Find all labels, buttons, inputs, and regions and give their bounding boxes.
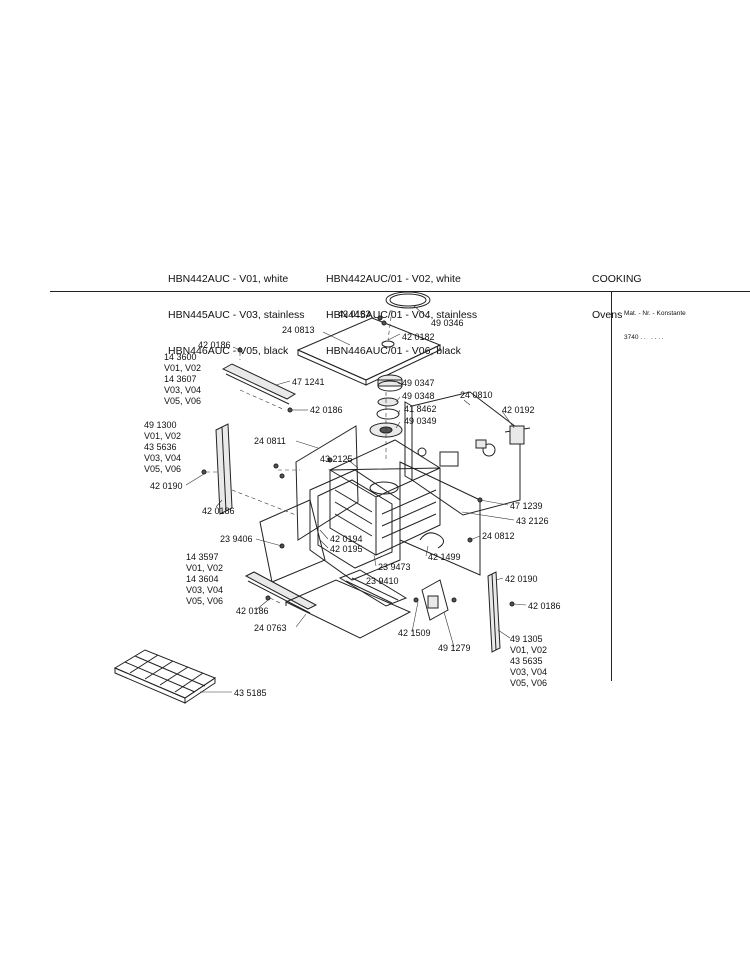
bottom-heater — [338, 569, 408, 607]
part-label: 43 5635 — [510, 656, 543, 666]
door-panel — [259, 499, 326, 583]
part-label: 42 0186 — [528, 601, 561, 611]
part-label: 43 5636 — [144, 442, 177, 452]
model-line: HBN442AUC - V01, white — [168, 273, 289, 285]
part-label: 47 1241 — [292, 377, 325, 387]
part-label: V01, V02 — [186, 563, 223, 573]
part-label: 49 0348 — [402, 391, 435, 401]
part-label: 24 0812 — [482, 531, 515, 541]
part-label: 42 0183 — [338, 309, 371, 319]
part-label: 23 9473 — [378, 562, 411, 572]
part-label: V03, V04 — [510, 667, 547, 677]
part-label: 42 0186 — [198, 340, 231, 350]
rear-panel — [404, 391, 531, 516]
part-label: V03, V04 — [144, 453, 181, 463]
part-label: 42 0195 — [330, 544, 363, 554]
model-line: HBN442AUC/01 - V02, white — [326, 273, 461, 285]
header-divider — [50, 291, 750, 292]
part-label: 14 3607 — [164, 374, 197, 384]
part-label: 24 0810 — [460, 390, 493, 400]
part-label: 14 3597 — [186, 552, 219, 562]
fan-assembly — [369, 374, 403, 460]
oven-cavity — [328, 439, 441, 556]
right-vertical-strip — [487, 571, 515, 653]
part-label: 23 9410 — [366, 576, 399, 586]
part-label: 43 2125 — [320, 454, 353, 464]
front-frame — [309, 469, 401, 581]
leader-lines — [185, 305, 527, 693]
part-label: V01, V02 — [164, 363, 201, 373]
part-label: 42 0186 — [236, 606, 269, 616]
mat-line: 3740 . . . . . . — [624, 334, 664, 341]
bottom-trim-strip — [244, 571, 318, 614]
part-label: V01, V02 — [144, 431, 181, 441]
part-label: V01, V02 — [510, 645, 547, 655]
header-models-col2: HBN442AUC/01 - V02, white HBN445AUC/01 -… — [326, 249, 477, 369]
part-label: 42 0190 — [505, 574, 538, 584]
mat-line: Mat. - Nr. - Konstante — [624, 310, 686, 317]
part-label: 49 1300 — [144, 420, 177, 430]
part-label: V05, V06 — [144, 464, 181, 474]
part-label: 14 3604 — [186, 574, 219, 584]
oven-rack — [113, 649, 217, 704]
header-models-col1: HBN442AUC - V01, white HBN445AUC - V03, … — [168, 249, 305, 369]
model-line: HBN445AUC - V03, stainless — [168, 309, 305, 321]
part-label: V05, V06 — [510, 678, 547, 688]
model-line: HBN446AUC/01 - V06, black — [326, 345, 461, 357]
bottom-panel — [284, 579, 412, 639]
part-label: 23 9406 — [220, 534, 253, 544]
part-label: 14 3600 — [164, 352, 197, 362]
part-label: 42 0186 — [202, 506, 235, 516]
part-label: 49 0346 — [431, 318, 464, 328]
part-label: 24 0811 — [254, 436, 286, 446]
part-label: 41 8462 — [404, 404, 437, 414]
category-title: COOKING — [592, 273, 642, 285]
part-label: 49 1305 — [510, 634, 543, 644]
part-label: 49 0349 — [404, 416, 437, 426]
part-label: 47 1239 — [510, 501, 543, 511]
part-label: V05, V06 — [186, 596, 223, 606]
part-label: 42 0194 — [330, 534, 363, 544]
part-label: 42 1509 — [398, 628, 431, 638]
part-label: V03, V04 — [186, 585, 223, 595]
part-label: V05, V06 — [164, 396, 201, 406]
control-bracket — [413, 579, 457, 621]
part-label: 42 0190 — [150, 481, 183, 491]
gasket-ring — [385, 291, 431, 341]
category-subtitle: Ovens — [592, 309, 623, 321]
part-label: 42 1499 — [428, 552, 461, 562]
header-category: COOKING Ovens — [592, 249, 642, 333]
part-label: 24 0763 — [254, 623, 287, 633]
part-label: 43 5185 — [234, 688, 267, 698]
top-trim-strip — [221, 347, 297, 413]
part-label: 42 0192 — [502, 405, 535, 415]
part-label: 49 0347 — [402, 378, 435, 388]
part-label: 42 0186 — [310, 405, 343, 415]
model-line: HBN446AUC - V05, black — [168, 345, 289, 357]
left-side-panel — [273, 425, 359, 541]
material-constant-note: Mat. - Nr. - Konstante 3740 . . . . . . — [624, 294, 686, 350]
part-label: 49 1279 — [438, 643, 471, 653]
part-label: 24 0813 — [282, 325, 315, 335]
top-cover-panel — [296, 317, 442, 386]
side-column-divider — [611, 291, 612, 681]
part-label: V03, V04 — [164, 385, 201, 395]
part-label: 42 0182 — [402, 332, 435, 342]
part-label: 43 2126 — [516, 516, 549, 526]
part-labels: 42 0183 49 0346 24 0813 42 0182 42 0186 … — [144, 309, 561, 698]
